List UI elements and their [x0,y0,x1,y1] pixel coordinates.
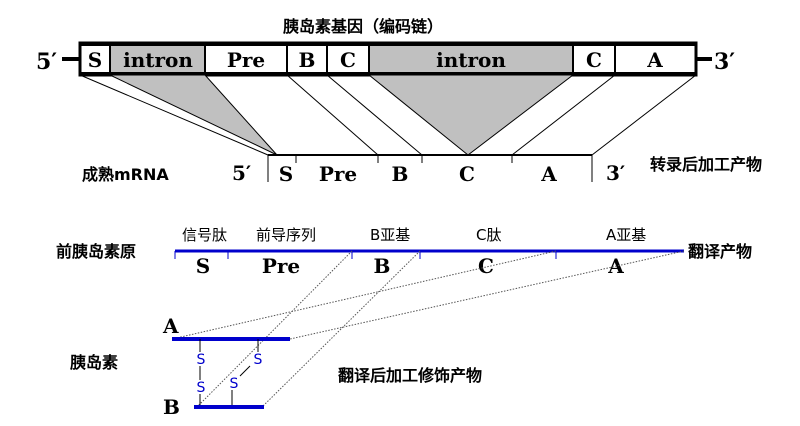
insulin-chain-a-label: A [162,314,179,338]
gene-seg-a-box [614,44,697,74]
gene-bar: S intron Pre B C intron C A [78,41,698,77]
sulfur-4: S [230,376,239,392]
pro-insulin-mapping-lines [171,250,685,408]
mrna-seg-b: B [392,162,409,186]
gene-seg-b-box [286,44,328,74]
mrna-seg-a: A [540,162,557,186]
insulin-note: 翻译后加工修饰产物 [338,366,482,385]
sulfur-1: S [197,352,206,368]
gene-seg-a: A [646,48,663,72]
gene-seg-s: S [88,48,102,72]
gene-seg-c1: C [340,48,356,72]
gene-mrna-mapping-lines [79,74,697,156]
gene-seg-intron1: intron [123,48,193,72]
intron1-splice-triangle [109,74,278,156]
gene-title: 胰岛素基因（编码链） [283,17,443,36]
sulfur-2: S [197,380,206,396]
pro-seg-b: B [374,254,391,278]
disulfide-bonds [199,339,259,407]
mrna-5prime: 5′ [232,161,251,185]
mrna-ticks [267,155,593,182]
mrna-seg-pre: Pre [319,162,357,186]
part-signal-peptide: 信号肽 [182,226,227,244]
gene-3prime: 3′ [714,49,735,75]
gene-seg-pre-box [204,44,288,74]
pro-seg-pre: Pre [262,254,300,278]
part-b-subunit: B亚基 [370,226,410,244]
mrna-seg-c: C [459,162,475,186]
pro-seg-s: S [196,254,210,278]
proinsulin-label: 前胰岛素原 [56,242,136,261]
gene-seg-pre: Pre [227,48,265,72]
intron2-splice-triangle [367,74,575,156]
mrna-label: 成熟mRNA [82,165,169,184]
mrna-3prime: 3′ [606,161,625,185]
part-c-peptide: C肽 [476,226,501,244]
insulin-label: 胰岛素 [70,353,118,372]
mrna-note: 转录后加工产物 [650,155,762,174]
gene-seg-c2-box [572,44,616,74]
gene-seg-c2: C [586,48,602,72]
mrna-seg-s: S [279,162,293,186]
proinsulin-note: 翻译产物 [688,242,752,261]
insulin-chain-b-label: B [163,395,180,419]
part-leader-sequence: 前导序列 [256,226,316,244]
sulfur-3: S [254,352,263,368]
gene-seg-b: B [299,48,316,72]
part-a-subunit: A亚基 [606,226,646,244]
gene-seg-intron2-box [368,44,574,74]
proinsulin-ticks [174,251,557,259]
gene-seg-intron2: intron [436,48,506,72]
pro-seg-c: C [478,254,494,278]
gene-5prime: 5′ [36,49,57,75]
